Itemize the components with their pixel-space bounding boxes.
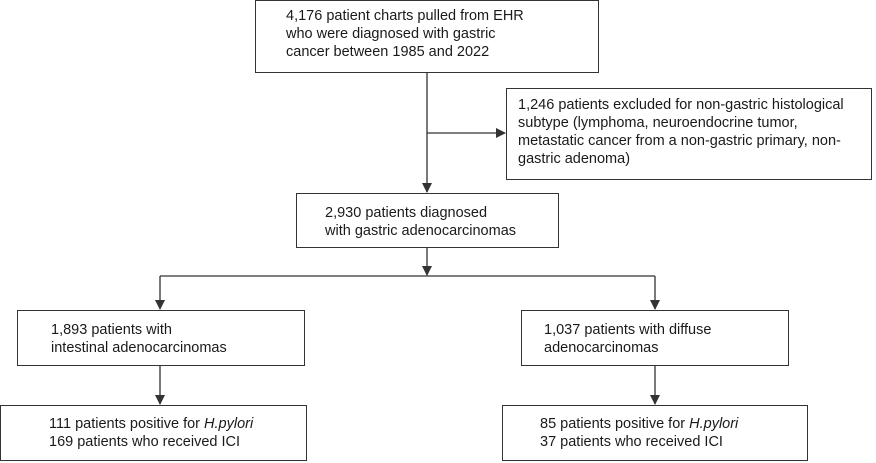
- hpylori-prefix: 111 patients positive for: [49, 416, 205, 432]
- box-text-line: 4,176 patient charts pulled from EHR: [286, 8, 524, 24]
- box-text-line: gastric adenoma): [518, 151, 631, 167]
- ici-line: 169 patients who received ICI: [49, 434, 241, 450]
- box-text-line: 1,037 patients with diffuse: [544, 322, 712, 338]
- hpylori-term: H.pylori: [689, 416, 739, 432]
- box-text-line: metastatic cancer from a non-gastric pri…: [518, 133, 841, 149]
- box-excluded: 1,246 patients excluded for non-gastric …: [506, 88, 872, 180]
- box-text-line: intestinal adenocarcinomas: [51, 340, 227, 356]
- box-text-line: 1,893 patients with: [51, 322, 172, 338]
- box-intestinal-outcomes: 111 patients positive for H.pylori 169 p…: [0, 405, 307, 461]
- box-text-line: who were diagnosed with gastric: [286, 26, 496, 42]
- box-gastric-adenocarcinomas: 2,930 patients diagnosed with gastric ad…: [296, 193, 559, 248]
- box-text-line: subtype (lymphoma, neuroendocrine tumor,: [518, 115, 798, 131]
- hpylori-term: H.pylori: [204, 416, 254, 432]
- ici-line: 37 patients who received ICI: [540, 434, 723, 450]
- box-text-line: 2,930 patients diagnosed: [325, 205, 488, 221]
- hpylori-line: 111 patients positive for H.pylori: [49, 415, 306, 433]
- box-text-line: 1,246 patients excluded for non-gastric …: [518, 97, 844, 113]
- box-text-line: cancer between 1985 and 2022: [286, 44, 490, 60]
- box-text-line: with gastric adenocarcinomas: [325, 223, 517, 239]
- hpylori-prefix: 85 patients positive for: [540, 416, 690, 432]
- box-intestinal: 1,893 patients with intestinal adenocarc…: [17, 310, 305, 366]
- box-diffuse: 1,037 patients with diffuse adenocarcino…: [521, 310, 789, 366]
- box-text-line: adenocarcinomas: [544, 340, 659, 356]
- box-diffuse-outcomes: 85 patients positive for H.pylori 37 pat…: [502, 405, 808, 461]
- hpylori-line: 85 patients positive for H.pylori: [540, 415, 807, 433]
- box-initial-cohort: 4,176 patient charts pulled from EHR who…: [255, 0, 599, 73]
